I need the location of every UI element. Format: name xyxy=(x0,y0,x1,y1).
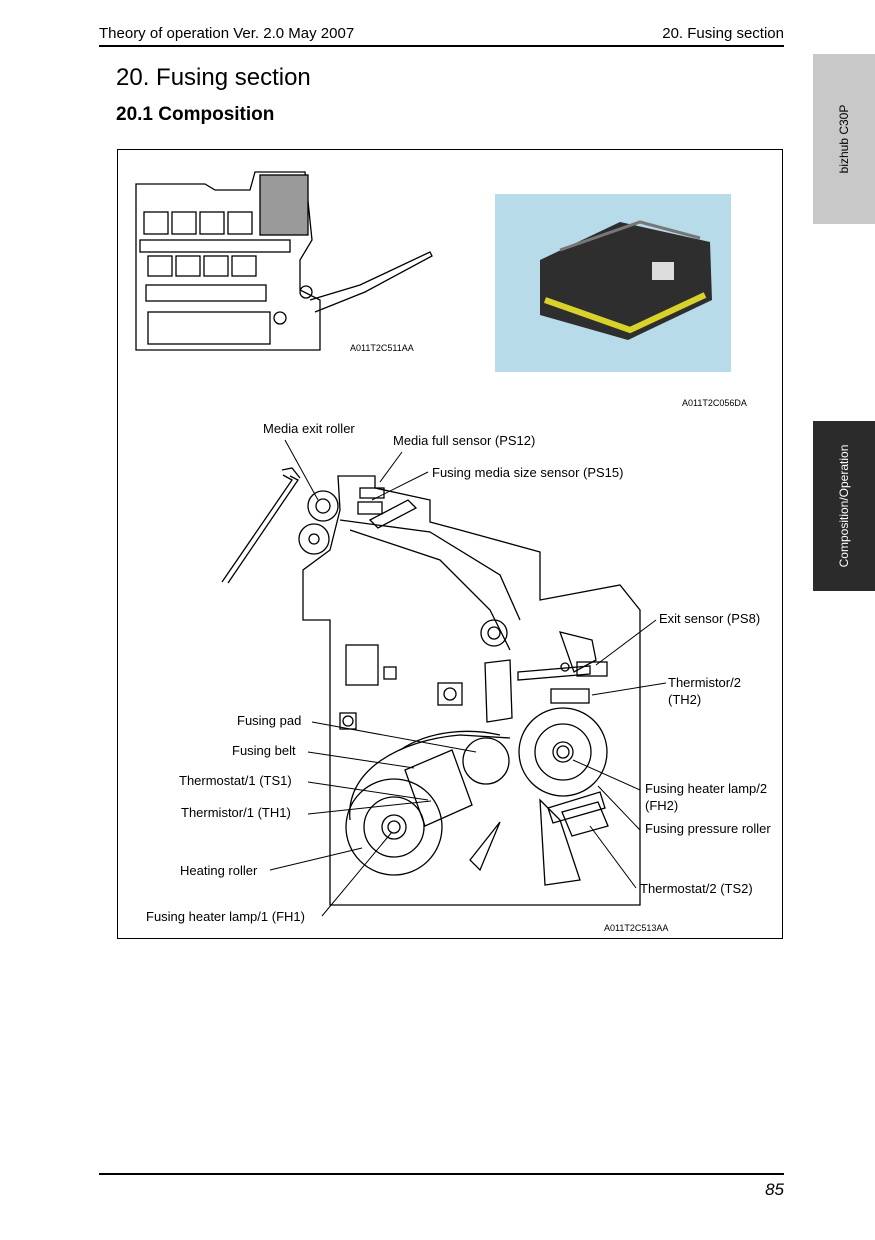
footer-rule xyxy=(99,1173,784,1175)
label-fusing-pad: Fusing pad xyxy=(237,713,302,728)
leader-lines xyxy=(269,439,667,917)
label-thermostat2: Thermostat/2 (TS2) xyxy=(640,881,753,896)
figure-code-overview: A011T2C511AA xyxy=(350,343,414,353)
running-header-left: Theory of operation Ver. 2.0 May 2007 xyxy=(99,25,355,42)
label-fusing-pressure-roller: Fusing pressure roller xyxy=(645,821,771,836)
section-heading: 20.1 Composition xyxy=(116,104,275,125)
page-number: 85 xyxy=(765,1180,784,1199)
figure-code-diagram: A011T2C513AA xyxy=(604,923,669,933)
running-header-right: 20. Fusing section xyxy=(662,25,784,42)
label-heating-roller: Heating roller xyxy=(180,863,258,878)
label-media-full-sensor: Media full sensor (PS12) xyxy=(393,433,536,448)
label-exit-sensor: Exit sensor (PS8) xyxy=(659,611,761,626)
section-tab[interactable]: Composition/Operation xyxy=(813,421,875,591)
label-fusing-heater-lamp1: Fusing heater lamp/1 (FH1) xyxy=(146,909,305,924)
label-fusing-heater-lamp2: Fusing heater lamp/2 xyxy=(645,781,768,796)
figure-frame xyxy=(117,149,783,939)
printer-overview-sketch xyxy=(135,171,433,351)
label-media-exit-roller: Media exit roller xyxy=(263,421,355,436)
fusing-section-diagram xyxy=(221,467,641,906)
fusing-unit-photo-body xyxy=(540,220,712,340)
label-thermistor2: Thermistor/2 xyxy=(668,675,741,690)
header-rule xyxy=(99,45,784,47)
figure-code-photo: A011T2C056DA xyxy=(682,398,747,408)
label-fusing-heater-lamp2-code: (FH2) xyxy=(645,798,679,813)
label-fusing-media-size-sensor: Fusing media size sensor (PS15) xyxy=(432,465,624,480)
product-tab[interactable]: bizhub C30P xyxy=(813,54,875,224)
page-title: 20. Fusing section xyxy=(116,64,311,91)
label-thermistor2-code: (TH2) xyxy=(668,692,702,707)
label-fusing-belt: Fusing belt xyxy=(232,743,296,758)
label-thermostat1: Thermostat/1 (TS1) xyxy=(179,773,292,788)
label-thermistor1: Thermistor/1 (TH1) xyxy=(181,805,291,820)
